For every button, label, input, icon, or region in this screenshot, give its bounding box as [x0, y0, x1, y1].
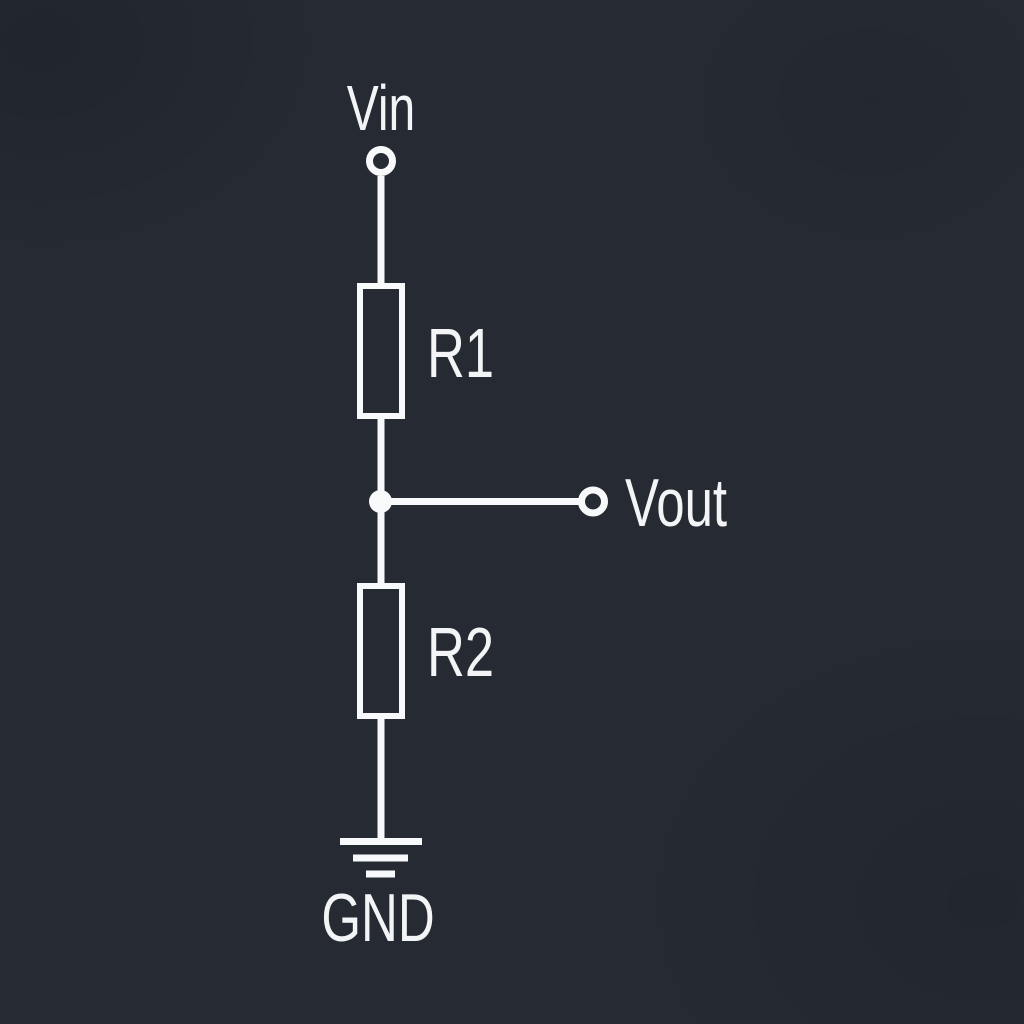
vout-terminal-node-icon	[578, 486, 608, 517]
ground-symbol-icon	[340, 838, 422, 878]
vout-label: Vout	[625, 465, 728, 541]
resistor-r2-body-icon	[357, 583, 405, 719]
resistor-r1-label: R1	[427, 314, 495, 392]
vin-label: Vin	[346, 72, 416, 144]
vin-terminal-node-icon	[366, 146, 396, 176]
gnd-label: GND	[321, 880, 435, 956]
junction-node-icon	[369, 490, 392, 513]
resistor-r1-body-icon	[357, 283, 405, 419]
resistor-r2-label: R2	[427, 613, 495, 691]
